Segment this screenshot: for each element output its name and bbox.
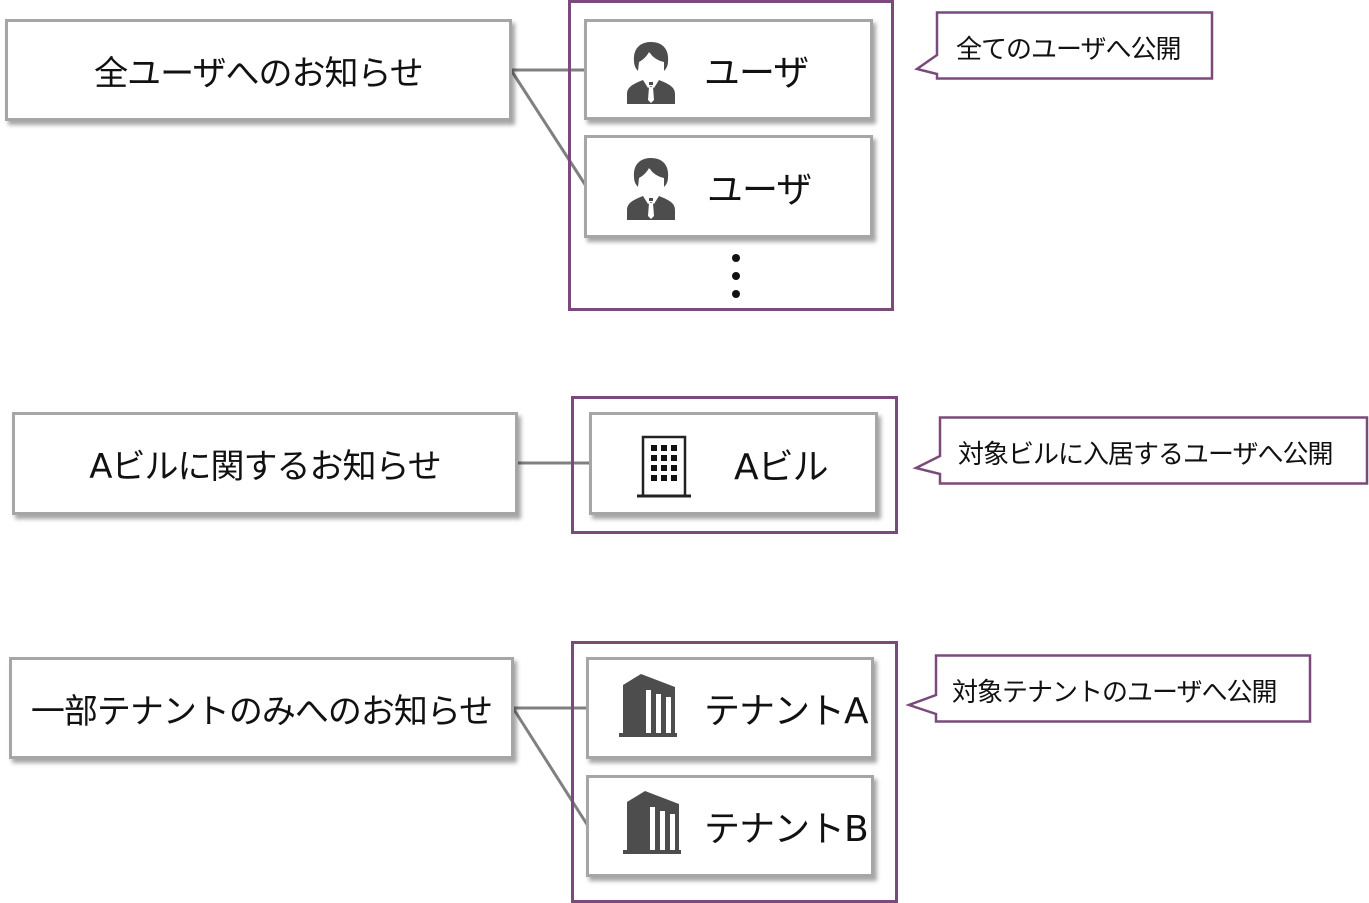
notice-label: Aビルに関するお知らせ	[89, 447, 442, 487]
ellipsis-dot	[732, 272, 740, 280]
target-group-tenants	[571, 641, 898, 903]
ellipsis-dot	[732, 254, 740, 262]
callout-text: 対象ビルに入居するユーザへ公開	[958, 440, 1333, 470]
target-item-building: Aビル	[589, 412, 878, 515]
callout-bubble	[905, 654, 1312, 723]
target-item-tenant: テナントB	[586, 775, 874, 877]
callout-bubble	[912, 416, 1369, 485]
office-building-icon	[637, 435, 691, 498]
callout-text: 全てのユーザへ公開	[956, 35, 1181, 65]
target-item-tenant: テナントA	[586, 657, 874, 759]
user-icon	[627, 42, 675, 104]
target-label: ユーザ	[704, 52, 809, 94]
target-label: Aビル	[734, 446, 829, 488]
notice-some-tenants: 一部テナントのみへのお知らせ	[9, 657, 514, 759]
target-label: テナントA	[704, 691, 869, 732]
target-group-building	[571, 396, 898, 534]
notice-all-users: 全ユーザへのお知らせ	[5, 19, 512, 121]
target-group-users	[568, 0, 894, 311]
user-icon	[627, 158, 675, 220]
target-item-user: ユーザ	[584, 19, 873, 120]
target-label: ユーザ	[707, 169, 812, 211]
callout-bubble	[914, 11, 1214, 80]
notice-label: 一部テナントのみへのお知らせ	[30, 691, 493, 732]
target-item-user: ユーザ	[584, 135, 873, 238]
ellipsis-dot	[732, 290, 740, 298]
notice-building-a: Aビルに関するお知らせ	[12, 412, 518, 515]
tenant-building-icon	[623, 791, 681, 854]
target-label: テナントB	[704, 809, 869, 850]
tenant-building-icon	[619, 674, 677, 737]
more-items-ellipsis	[732, 254, 740, 308]
notice-label: 全ユーザへのお知らせ	[94, 53, 424, 94]
callout-text: 対象テナントのユーザへ公開	[952, 678, 1277, 708]
